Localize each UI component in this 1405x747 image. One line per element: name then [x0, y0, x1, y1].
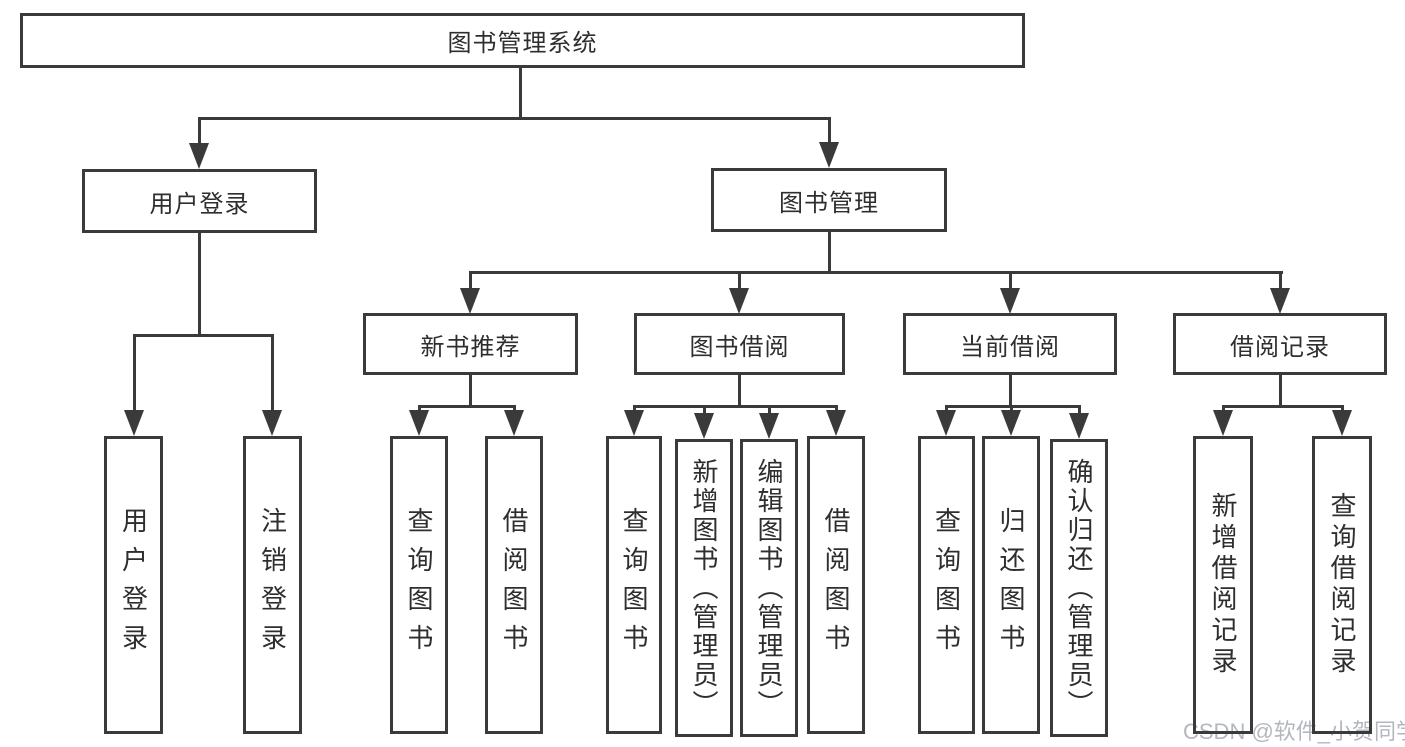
arrowhead-user-login — [189, 143, 209, 169]
connector-book-mgmt-stem — [828, 232, 831, 272]
connector-borrow-records-stem — [1279, 375, 1282, 406]
leaf-logout: 注销登录 — [243, 436, 302, 734]
connector-drop-current-borrow — [1009, 271, 1012, 291]
arrowhead-bb-query — [624, 410, 644, 436]
connector-drop-book-borrow — [738, 271, 741, 291]
arrowhead-br-add — [1213, 410, 1233, 436]
arrowhead-bb-edit — [759, 413, 779, 439]
arrowhead-cb-return — [1001, 410, 1021, 436]
connector-drop-br-query — [1341, 405, 1344, 413]
leaf-br-add-record: 新增借阅记录 — [1193, 436, 1253, 734]
leaf-user-login: 用户登录 — [104, 436, 163, 734]
watermark-csdn: CSDN @软件_小贺同学 — [1183, 719, 1405, 744]
arrowhead-book-borrow — [729, 288, 749, 314]
connector-book-borrow-stem — [738, 375, 741, 406]
connector-drop-nb-borrow — [513, 405, 516, 413]
connector-user-login-stem — [198, 233, 201, 335]
leaf-bb-borrow-books: 借阅图书 — [807, 436, 865, 734]
connector-drop-cb-return — [1010, 405, 1013, 413]
connector-borrow-records-hbar — [1222, 405, 1344, 408]
leaf-bb-add-books-admin: 新增图书（管理员） — [675, 439, 733, 737]
connector-user-login-hbar — [133, 334, 274, 337]
arrowhead-bb-borrow — [826, 410, 846, 436]
connector-drop-br-add — [1222, 405, 1225, 413]
connector-root-hbar — [198, 117, 831, 120]
connector-drop-user-login — [198, 117, 201, 145]
node-book-mgmt: 图书管理 — [711, 168, 947, 232]
connector-drop-login-leaf — [133, 334, 136, 411]
connector-drop-book-mgmt — [828, 117, 831, 144]
arrowhead-login-leaf — [124, 410, 144, 436]
connector-drop-logout-leaf — [271, 334, 274, 411]
leaf-cb-confirm-return-admin: 确认归还（管理员） — [1050, 439, 1108, 737]
arrowhead-cb-confirm — [1069, 413, 1089, 439]
arrowhead-logout-leaf — [262, 410, 282, 436]
connector-drop-cb-query — [945, 405, 948, 413]
leaf-bb-query-books: 查询图书 — [606, 436, 662, 734]
arrowhead-borrow-records — [1270, 288, 1290, 314]
connector-drop-new-books — [469, 271, 472, 291]
node-new-book-recommend: 新书推荐 — [363, 313, 578, 375]
connector-new-books-hbar — [418, 405, 516, 408]
node-current-borrow: 当前借阅 — [903, 313, 1117, 375]
arrowhead-br-query — [1332, 410, 1352, 436]
connector-drop-cb-confirm — [1078, 405, 1081, 416]
connector-current-borrow-stem — [1009, 375, 1012, 406]
leaf-cb-return-books: 归还图书 — [982, 436, 1040, 734]
connector-book-borrow-hbar — [633, 405, 838, 408]
arrowhead-cb-query — [936, 410, 956, 436]
arrowhead-nb-query — [409, 410, 429, 436]
leaf-nb-borrow-books: 借阅图书 — [485, 436, 543, 734]
leaf-nb-query-books: 查询图书 — [390, 436, 448, 734]
connector-drop-borrow-records — [1279, 271, 1282, 291]
leaf-bb-edit-books-admin: 编辑图书（管理员） — [740, 439, 798, 737]
arrowhead-bb-add — [694, 413, 714, 439]
arrowhead-current-borrow — [1000, 288, 1020, 314]
arrowhead-new-books — [460, 288, 480, 314]
arrowhead-book-mgmt — [819, 142, 839, 168]
node-book-borrow: 图书借阅 — [634, 313, 845, 375]
connector-drop-nb-query — [418, 405, 421, 413]
connector-drop-bb-borrow — [835, 405, 838, 413]
connector-book-mgmt-hbar — [469, 271, 1283, 274]
connector-drop-bb-add — [703, 405, 706, 416]
node-user-login: 用户登录 — [82, 169, 317, 233]
connector-new-books-stem — [469, 375, 472, 406]
connector-root-stem — [519, 68, 522, 118]
connector-drop-bb-query — [633, 405, 636, 413]
connector-drop-bb-edit — [768, 405, 771, 416]
leaf-br-query-record: 查询借阅记录 — [1312, 436, 1372, 734]
node-library-system: 图书管理系统 — [20, 13, 1025, 68]
node-borrow-records: 借阅记录 — [1173, 313, 1387, 375]
arrowhead-nb-borrow — [504, 410, 524, 436]
leaf-cb-query-books: 查询图书 — [918, 436, 975, 734]
